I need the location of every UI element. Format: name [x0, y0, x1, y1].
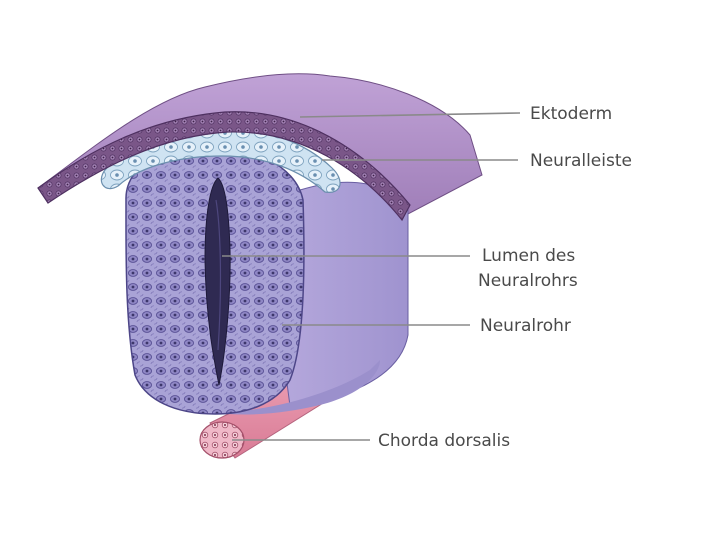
label-lumen-line1: Lumen des	[482, 246, 575, 266]
lumen-neuralrohr	[204, 177, 231, 386]
label-chorda-dorsalis: Chorda dorsalis	[378, 431, 510, 451]
label-ektoderm: Ektoderm	[530, 104, 612, 124]
ektoderm-band	[37, 111, 411, 222]
leader-ektoderm	[299, 112, 521, 118]
neuralrohr-side-lower	[228, 360, 380, 415]
label-neuralrohr: Neuralrohr	[480, 316, 571, 336]
lumen-highlight	[215, 199, 222, 351]
leader-lines	[222, 112, 521, 441]
label-neuralleiste: Neuralleiste	[530, 151, 632, 171]
label-lumen-line2: Neuralrohrs	[478, 271, 578, 291]
